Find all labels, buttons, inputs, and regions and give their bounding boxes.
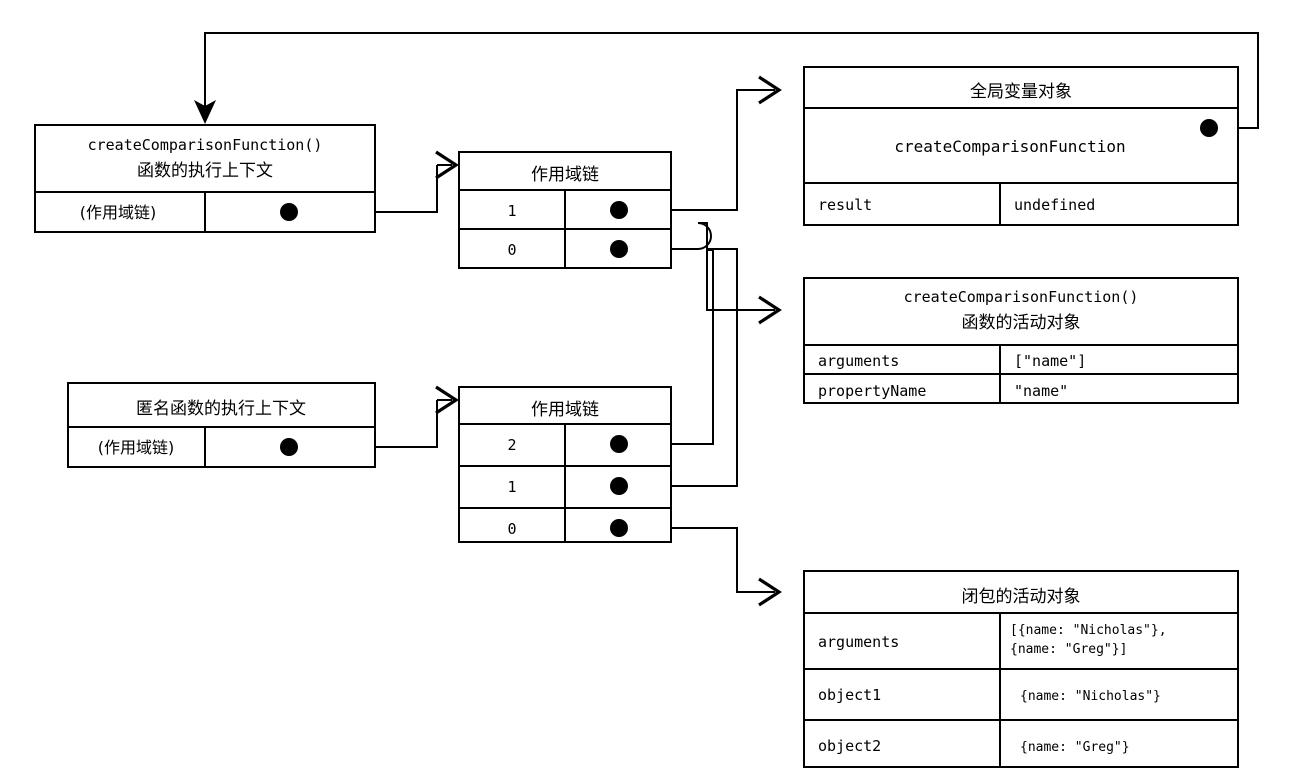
connector-anon-chain-0-to-closure (619, 527, 782, 607)
activation-object-row-key-1: propertyName (818, 382, 926, 400)
pointer-dot-icon (1200, 119, 1218, 137)
outer-context-header-line2: 函数的执行上下文 (137, 161, 273, 181)
connector-anon-chain-1-to-activation (619, 248, 738, 487)
anonymous-context-header: 匿名函数的执行上下文 (136, 399, 306, 419)
anonymous-context-row-label: (作用域链) (98, 438, 175, 457)
closure-activation-object-header: 闭包的活动对象 (962, 587, 1081, 607)
closure-row-key-0: arguments (818, 633, 899, 651)
activation-object-row-key-0: arguments (818, 352, 899, 370)
pointer-dot-icon (610, 477, 628, 495)
box-global-variable-object: 全局变量对象 createComparisonFunction result u… (803, 66, 1239, 226)
outer-context-header-line1: createComparisonFunction() (88, 136, 323, 154)
box-activation-object: createComparisonFunction() 函数的活动对象 argum… (803, 277, 1239, 404)
outer-scope-chain-row-index-1: 0 (507, 241, 516, 259)
global-variable-object-row-value-0: undefined (1014, 196, 1095, 214)
outer-scope-chain-row-index-0: 1 (507, 202, 516, 220)
connector-outer-chain-0-to-activation (619, 222, 782, 325)
anonymous-scope-chain-row-index-0: 2 (507, 436, 516, 454)
pointer-dot-icon (610, 519, 628, 537)
closure-row-value-1: {name: "Nicholas"} (1020, 689, 1161, 704)
pointer-dot-icon (610, 240, 628, 258)
closure-row-key-2: object2 (818, 737, 881, 755)
box-outer-scope-chain: 作用域链 1 0 (458, 151, 672, 269)
pointer-dot-icon (610, 435, 628, 453)
global-variable-object-header: 全局变量对象 (970, 82, 1072, 102)
closure-row-value-0-line1: [{name: "Nicholas"}, (1010, 623, 1167, 638)
box-anonymous-context: 匿名函数的执行上下文 (作用域链) (67, 382, 376, 468)
connector-outer-chain-1-to-global (619, 75, 782, 211)
outer-context-row-label: (作用域链) (80, 203, 157, 222)
activation-object-row-value-1: "name" (1014, 382, 1068, 400)
connector-global-fn-to-outer-context (194, 32, 1259, 129)
anonymous-scope-chain-row-index-1: 1 (507, 478, 516, 496)
activation-object-header-line2: 函数的活动对象 (962, 313, 1081, 333)
anonymous-scope-chain-header: 作用域链 (531, 400, 599, 420)
outer-scope-chain-header: 作用域链 (531, 165, 599, 185)
closure-row-key-1: object1 (818, 686, 881, 704)
anonymous-scope-chain-row-index-2: 0 (507, 520, 516, 538)
pointer-dot-icon (280, 203, 298, 221)
box-closure-activation-object: 闭包的活动对象 arguments [{name: "Nicholas"}, {… (803, 570, 1239, 768)
activation-object-row-value-0: ["name"] (1014, 352, 1086, 370)
global-variable-object-row-key-0: result (818, 196, 872, 214)
global-variable-object-fn-name: createComparisonFunction (894, 137, 1125, 156)
closure-row-value-2: {name: "Greg"} (1020, 740, 1130, 755)
box-outer-context: createComparisonFunction() 函数的执行上下文 (作用域… (34, 124, 376, 233)
pointer-dot-icon (280, 438, 298, 456)
pointer-dot-icon (610, 201, 628, 219)
activation-object-header-line1: createComparisonFunction() (904, 288, 1139, 306)
closure-row-value-0-line2: {name: "Greg"}] (1010, 642, 1127, 657)
box-anonymous-scope-chain: 作用域链 2 1 0 (458, 386, 672, 543)
